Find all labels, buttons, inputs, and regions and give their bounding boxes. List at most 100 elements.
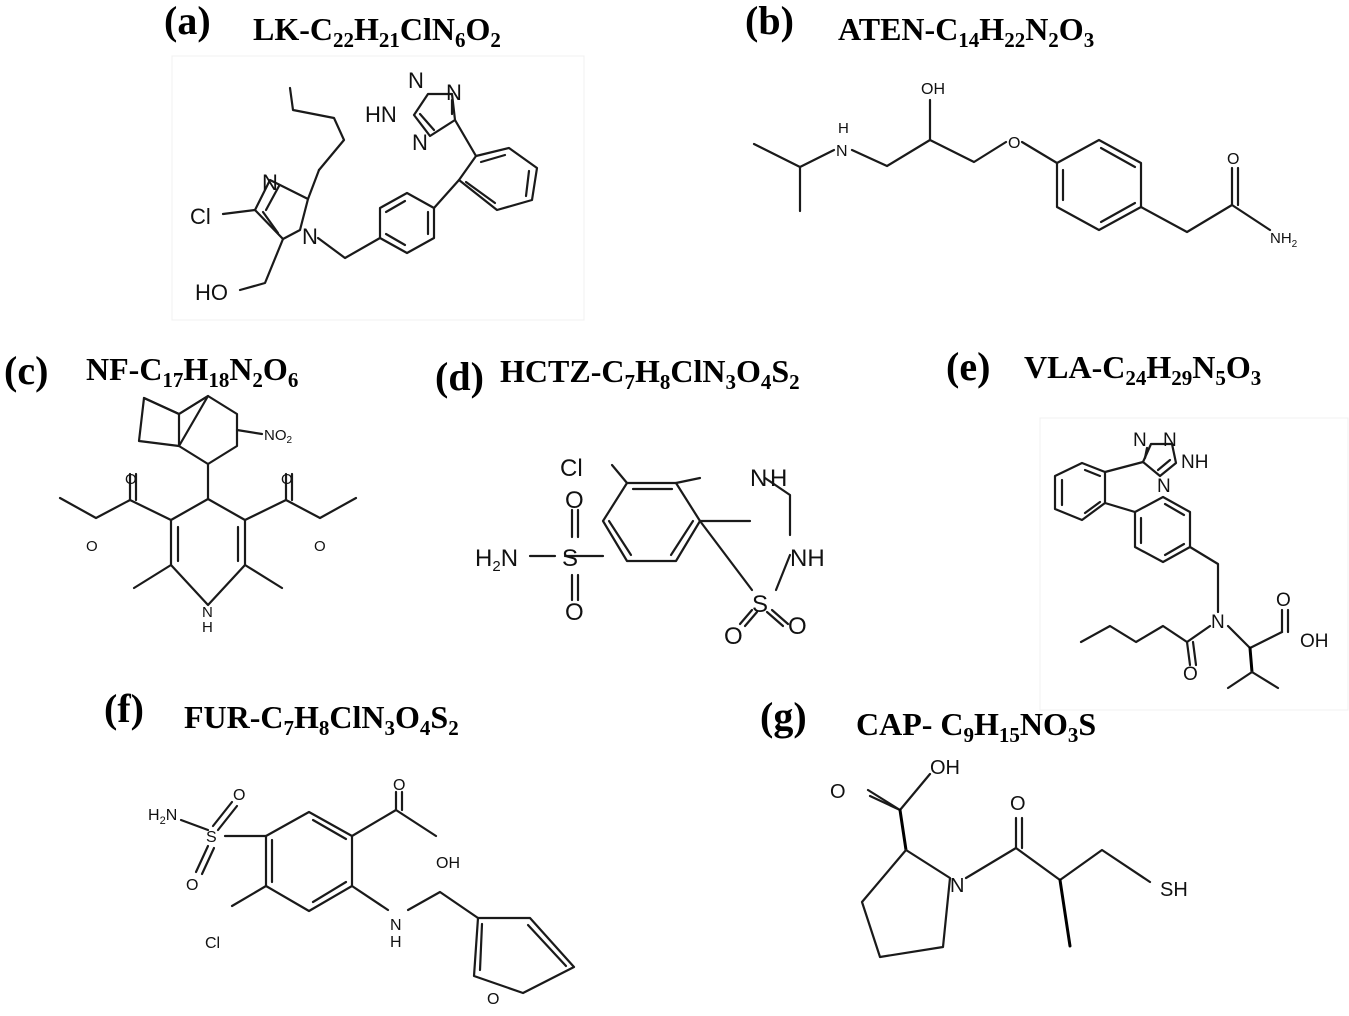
c-o3: O: [281, 471, 293, 488]
d-s2: S: [752, 591, 768, 618]
f-oh: OH: [436, 855, 460, 872]
formula-part: 22: [1004, 28, 1025, 52]
f-cl: Cl: [205, 935, 220, 952]
formula-part: 3: [725, 370, 736, 394]
c-n: N: [202, 604, 213, 621]
c-o4: O: [314, 538, 326, 555]
formula-part: NO: [1020, 706, 1068, 742]
formula-part: 14: [958, 28, 980, 52]
f-o4: O: [487, 991, 499, 1008]
panel-g-letter: (g): [760, 694, 807, 739]
e-oh: OH: [1300, 631, 1329, 652]
formula-part: 7: [284, 716, 295, 740]
formula-part: 22: [333, 28, 354, 52]
formula-part: O: [263, 351, 288, 387]
a-n4: N: [262, 170, 278, 195]
panel-a-formula: LK-C22H21ClN6O2: [253, 11, 501, 52]
formula-part: VLA-C: [1024, 349, 1125, 385]
panel-a-letter: (a): [164, 0, 211, 43]
formula-part: 2: [252, 368, 263, 392]
formula-part: O: [736, 353, 761, 389]
formula-part: N: [1192, 349, 1215, 385]
d-h2n: H2N: [475, 545, 518, 575]
d-nh1: N: [750, 465, 767, 492]
panel-f-title: (f) FUR-C7H8ClN3O4S2: [104, 686, 459, 740]
structure-captopril: OH O O N SH: [830, 757, 1188, 959]
d-h1: H: [770, 465, 787, 492]
f-h2n: H2N: [148, 807, 177, 827]
formula-part: S: [430, 699, 448, 735]
b-o2: O: [1227, 151, 1239, 168]
formula-part: ClN: [400, 11, 455, 47]
formula-part: 17: [162, 368, 183, 392]
formula-part: 3: [385, 716, 396, 740]
formula-part: 6: [288, 368, 299, 392]
formula-part: O: [1226, 349, 1251, 385]
e-n4: N: [1211, 612, 1225, 633]
c-h: H: [202, 619, 213, 636]
formula-part: 2: [448, 716, 459, 740]
g-o1: O: [830, 781, 846, 803]
e-n1: N: [1133, 430, 1147, 451]
formula-part: 9: [964, 723, 975, 747]
a-n2: N: [446, 80, 462, 105]
f-h: H: [390, 934, 402, 951]
e-n2: N: [1163, 430, 1177, 451]
g-n: N: [950, 875, 964, 897]
e-o2: O: [1276, 590, 1291, 611]
formula-part: ClN: [329, 699, 384, 735]
formula-part: H: [294, 699, 319, 735]
panel-f-letter: (f): [104, 686, 144, 731]
structure-valsartan: N N NH N N O O OH: [1039, 417, 1349, 711]
formula-part: 15: [999, 723, 1020, 747]
f-n2: N: [390, 917, 402, 934]
formula-part: H: [1146, 349, 1171, 385]
c-o1: O: [125, 471, 137, 488]
d-o4: O: [788, 613, 807, 640]
formula-part: S: [771, 353, 789, 389]
panel-d-formula: HCTZ-C7H8ClN3O4S2: [500, 353, 800, 394]
panel-g-formula: CAP- C9H15NO3S: [856, 706, 1096, 747]
formula-part: 8: [319, 716, 330, 740]
panel-e-title: (e) VLA-C24H29N5O3: [946, 344, 1261, 390]
structure-losartan: HN N N N N N Cl HO: [171, 55, 585, 321]
d-cl: Cl: [560, 455, 583, 482]
formula-part: O: [1059, 11, 1084, 47]
d-nh2: NH: [790, 545, 825, 572]
formula-part: H: [354, 11, 379, 47]
formula-part: 21: [379, 28, 400, 52]
formula-part: 4: [761, 370, 772, 394]
formula-part: 8: [660, 370, 671, 394]
b-n: N: [836, 143, 848, 160]
g-o2: O: [1010, 793, 1026, 815]
c-no2: NO2: [264, 427, 293, 446]
a-n5: N: [302, 224, 318, 249]
formula-part: LK-C: [253, 11, 333, 47]
formula-part: 18: [208, 368, 229, 392]
a-cl: Cl: [190, 204, 211, 229]
g-oh: OH: [930, 757, 960, 779]
formula-part: H: [979, 11, 1004, 47]
formula-part: 3: [1068, 723, 1079, 747]
formula-part: H: [635, 353, 660, 389]
formula-part: ClN: [670, 353, 725, 389]
panel-b-title: (b) ATEN-C14H22N2O3: [745, 0, 1094, 52]
panel-e-letter: (e): [946, 344, 990, 389]
g-sh: SH: [1160, 879, 1188, 901]
formula-part: N: [1025, 11, 1048, 47]
structure-hctz: Cl N H NH H2N S S O O O O: [475, 455, 825, 650]
formula-part: 2: [490, 28, 501, 52]
formula-part: 7: [624, 370, 635, 394]
panel-g-title: (g) CAP- C9H15NO3S: [760, 694, 1096, 747]
d-o1: O: [565, 487, 584, 514]
formula-part: N: [229, 351, 252, 387]
formula-part: NF-C: [86, 351, 162, 387]
formula-part: 5: [1215, 366, 1226, 390]
formula-part: CAP- C: [856, 706, 964, 742]
panel-e-formula: VLA-C24H29N5O3: [1024, 349, 1261, 390]
b-nh2: NH2: [1270, 230, 1298, 250]
b-o: O: [1008, 135, 1020, 152]
formula-part: S: [1078, 706, 1096, 742]
formula-part: 3: [1251, 366, 1262, 390]
